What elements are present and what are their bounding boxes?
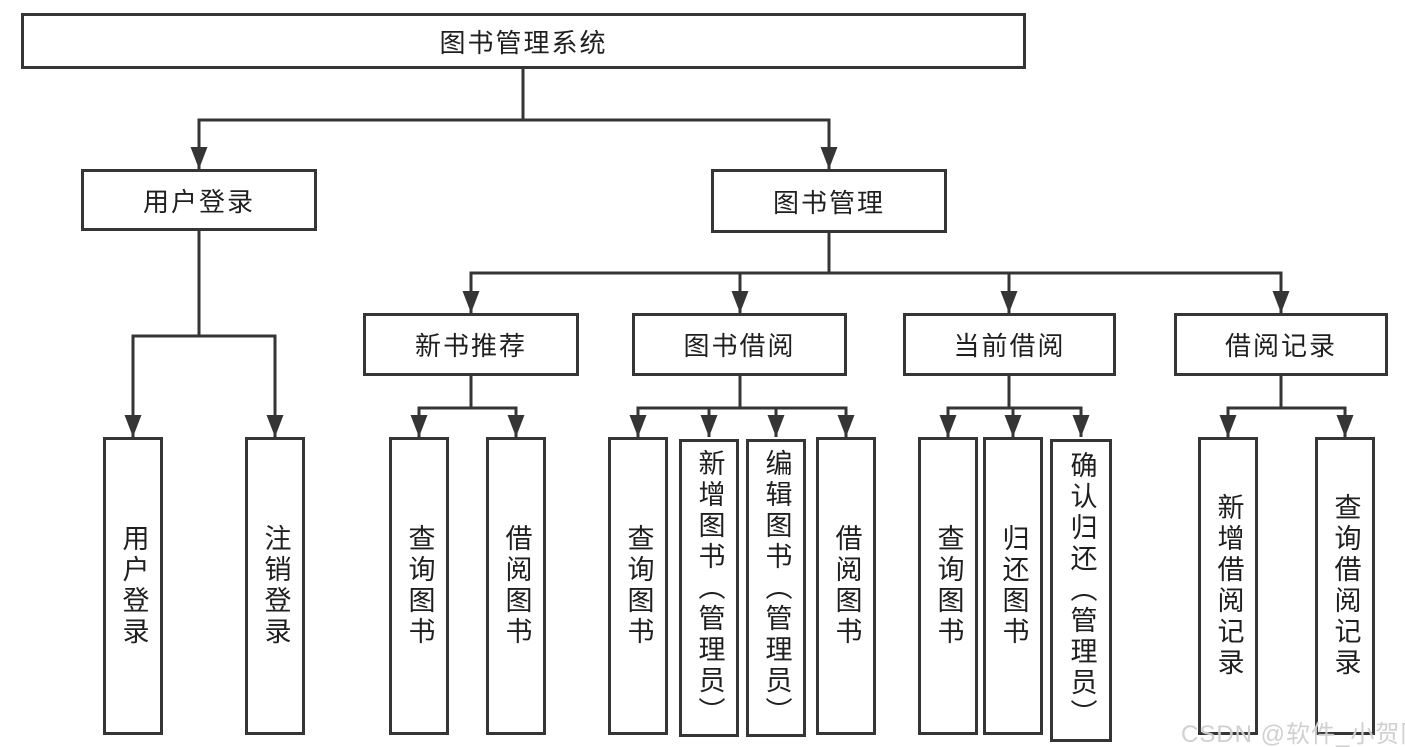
leaf-add-book-admin: 新增图书（管理员） [679, 439, 739, 737]
leaf-borrow-books-borrow: 借阅图书 [816, 437, 876, 735]
leaf-edit-book-admin: 编辑图书（管理员） [746, 439, 806, 737]
connector-current-borrow-to-leaves [939, 376, 1090, 437]
connector-user-login-to-leaves [124, 231, 284, 437]
node-new-book-recommend: 新书推荐 [363, 313, 579, 376]
connector-root-to-level2 [190, 69, 838, 169]
leaf-confirm-return-admin: 确认归还（管理员） [1050, 439, 1112, 742]
leaf-query-books-current: 查询图书 [918, 437, 978, 735]
leaf-query-books-recommend: 查询图书 [389, 437, 449, 735]
connector-borrow-record-to-leaves [1219, 376, 1354, 437]
leaf-query-borrow-record: 查询借阅记录 [1315, 437, 1375, 735]
node-borrow-record: 借阅记录 [1174, 313, 1388, 376]
node-current-borrow: 当前借阅 [903, 313, 1116, 376]
leaf-borrow-books-recommend: 借阅图书 [486, 437, 546, 735]
node-book-management: 图书管理 [711, 169, 947, 233]
connector-book-mgmt-to-level3 [462, 233, 1290, 313]
leaf-logout: 注销登录 [245, 437, 305, 735]
connector-new-book-to-leaves [410, 376, 525, 437]
node-book-borrow: 图书借阅 [632, 313, 847, 376]
leaf-add-borrow-record: 新增借阅记录 [1198, 437, 1258, 735]
csdn-watermark: CSDN @软件_小贺同学 [1181, 721, 1405, 747]
leaf-return-book: 归还图书 [983, 437, 1043, 735]
connector-book-borrow-to-leaves [629, 376, 855, 437]
leaf-user-login: 用户登录 [103, 437, 163, 735]
node-system-root: 图书管理系统 [21, 13, 1026, 69]
node-user-login: 用户登录 [81, 169, 317, 231]
leaf-query-books-borrow: 查询图书 [608, 437, 668, 735]
